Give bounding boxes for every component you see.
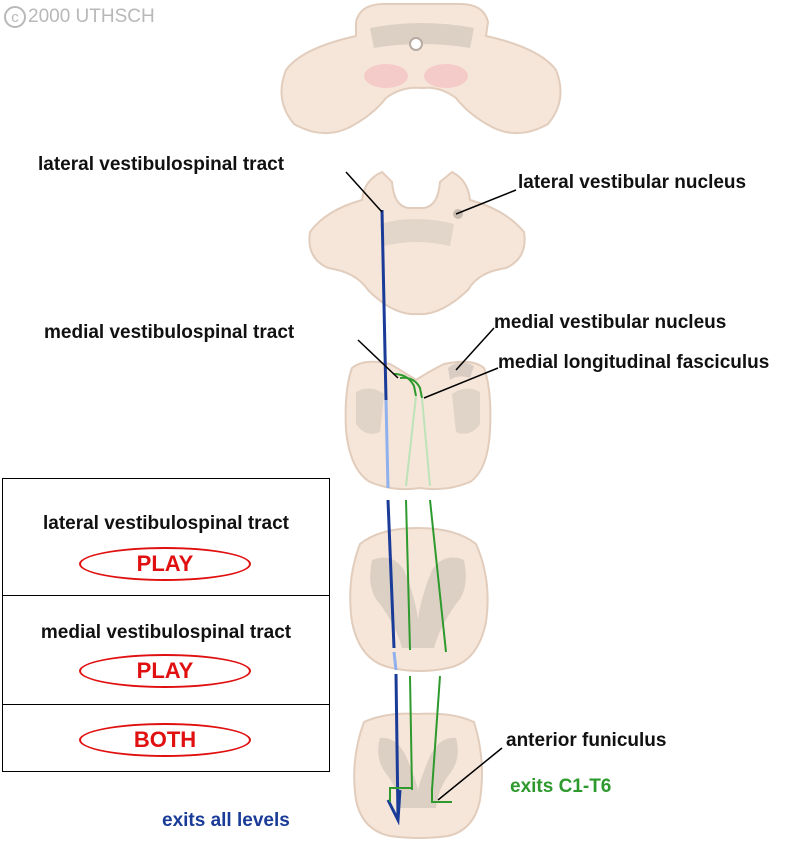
section-upper-medulla (308, 170, 526, 316)
section-thoracic (353, 712, 483, 839)
lateral-tract-terminal (386, 789, 402, 826)
medial-tract-exit-right (431, 788, 452, 803)
control-box-both: BOTH (2, 704, 330, 772)
lateral-tract-mid (386, 499, 396, 649)
medial-vestibular-nucleus-shape (448, 362, 474, 380)
lower-medulla-gray-right (452, 388, 480, 434)
medial-tract-origin-2 (399, 376, 423, 399)
upper-medulla-outline (308, 170, 526, 316)
leader-lateral-tract (345, 171, 383, 213)
label-medial-vestibular-nucleus: medial vestibular nucleus (494, 312, 727, 333)
lower-medulla-gray-left (356, 388, 384, 434)
nucleus-left-pink (364, 64, 408, 88)
leader-mlf (423, 367, 499, 399)
upper-medulla-gray (380, 219, 454, 246)
copyright-icon: c (4, 6, 26, 28)
medial-tract-right-mid (429, 499, 447, 653)
control-box-lateral: lateral vestibulospinal tract PLAY (2, 478, 330, 596)
medial-tract-right-low (431, 675, 441, 791)
medial-tract-exit-left (389, 787, 412, 802)
section-cervical-upper (349, 526, 489, 672)
lateral-tract-cervical-light (392, 651, 398, 671)
medial-tract-left-low (409, 675, 413, 791)
lateral-tract-lower (394, 673, 400, 819)
medial-tract-left-mid (405, 499, 411, 651)
leader-lateral-nucleus (455, 189, 517, 215)
leader-medial-tract (357, 339, 399, 379)
cerebellum-outline (280, 3, 562, 135)
leader-lines (345, 171, 517, 801)
copyright-notice: c 2000 UTHSCH (4, 6, 155, 28)
lateral-tract-medulla (384, 399, 390, 489)
play-medial-button[interactable]: PLAY (79, 654, 251, 688)
cerebellum-shade (370, 23, 474, 48)
section-lower-medulla (344, 360, 492, 491)
label-exits-all-levels: exits all levels (162, 810, 290, 831)
control-title-lateral: lateral vestibulospinal tract (42, 513, 290, 534)
thoracic-outline (353, 712, 483, 839)
label-lateral-vestibular-nucleus: lateral vestibular nucleus (518, 172, 747, 193)
label-lateral-vestibulospinal-tract: lateral vestibulospinal tract (38, 154, 285, 175)
nucleus-right-pink (424, 64, 468, 88)
play-both-button[interactable]: BOTH (79, 723, 251, 757)
lateral-vestibulospinal-path (380, 209, 402, 826)
label-anterior-funiculus: anterior funiculus (506, 730, 667, 751)
fourth-ventricle (409, 37, 423, 51)
label-exits-c1-t6: exits C1-T6 (510, 776, 612, 797)
play-lateral-button[interactable]: PLAY (79, 547, 251, 581)
medial-tract-left-medulla (405, 395, 417, 487)
control-title-medial: medial vestibulospinal tract (40, 622, 292, 643)
control-box-medial: medial vestibulospinal tract PLAY (2, 595, 330, 705)
medial-tract-right-medulla (421, 397, 431, 487)
medial-vestibulospinal-path (389, 373, 452, 803)
lateral-tract-upper (380, 209, 388, 401)
label-medial-vestibulospinal-tract: medial vestibulospinal tract (44, 322, 295, 343)
label-medial-longitudinal-fasciculus: medial longitudinal fasciculus (498, 352, 770, 373)
cervical-upper-outline (349, 526, 489, 672)
leader-medial-nucleus (455, 327, 495, 371)
leader-anterior-funiculus (437, 747, 503, 801)
section-cerebellum (280, 3, 562, 135)
copyright-text: 2000 UTHSCH (28, 6, 155, 27)
